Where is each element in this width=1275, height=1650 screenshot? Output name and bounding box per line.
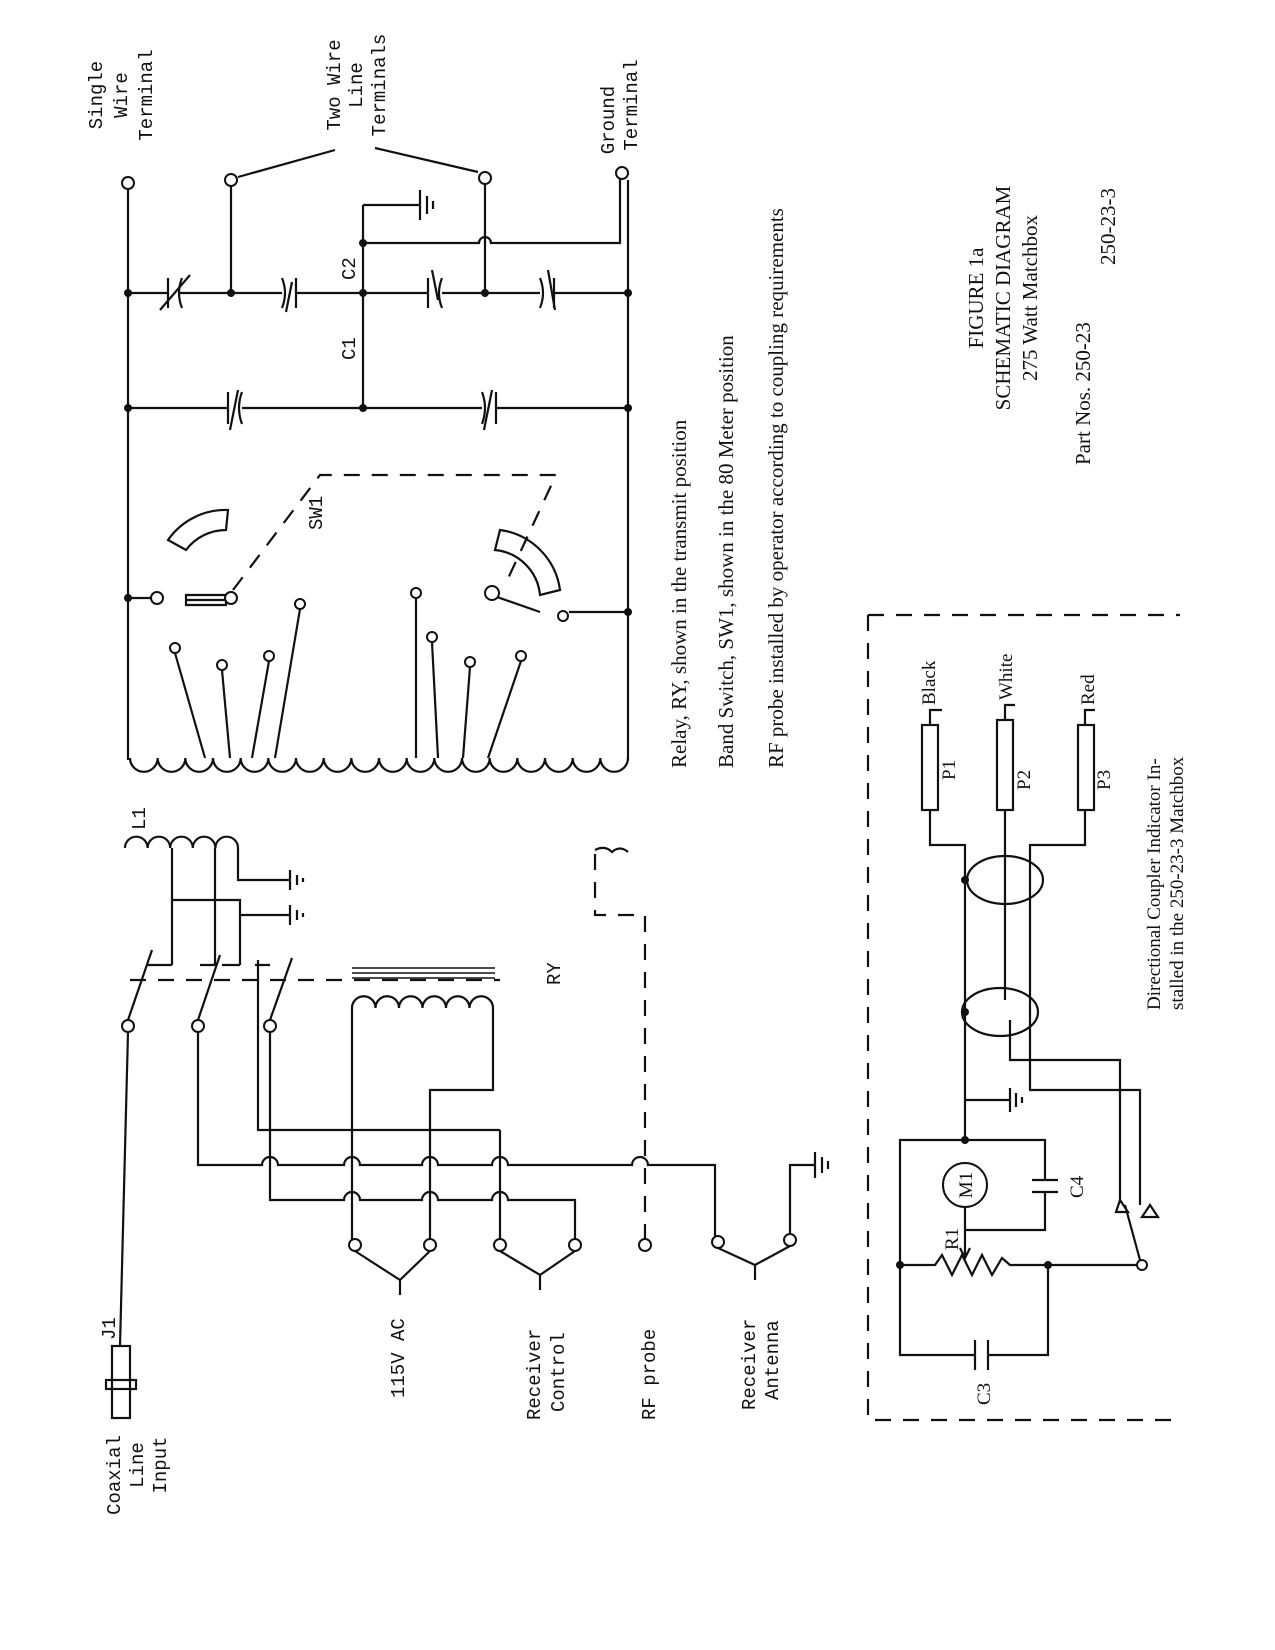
- two-wire-label: Terminals: [369, 34, 391, 137]
- figure-number: FIGURE 1a: [964, 247, 988, 349]
- receiver-control-label: Receiver: [524, 1329, 546, 1420]
- coupler-note: Directional Coupler Indicator In- stalle…: [1144, 756, 1188, 1010]
- ry-label: RY: [544, 962, 566, 985]
- directional-coupler: [866, 613, 1180, 1422]
- ac-label: 115V AC: [388, 1318, 410, 1398]
- relay-coil: [350, 995, 495, 1009]
- band-switch-note: Band Switch, SW1, shown in the 80 Meter …: [714, 335, 738, 768]
- single-wire-label: Single: [86, 61, 108, 129]
- l1-label: L1: [129, 807, 151, 830]
- m1-label: M1: [956, 1172, 977, 1198]
- two-wire-label: Line: [346, 62, 368, 108]
- relay-note: Relay, RY, shown in the transmit positio…: [667, 419, 691, 768]
- white-wire-label: White: [996, 654, 1017, 700]
- r1-label: R1: [942, 1228, 963, 1250]
- j1-label: J1: [99, 1317, 121, 1340]
- sw1-label: SW1: [306, 496, 328, 530]
- figure-subtitle: 275 Watt Matchbox: [1018, 215, 1042, 381]
- p2-label: P2: [1014, 770, 1035, 790]
- single-wire-label: Wire: [111, 72, 133, 118]
- coil-l1: [123, 835, 240, 849]
- coaxial-label: Coaxial: [104, 1435, 126, 1515]
- relay-section: [104, 835, 830, 1420]
- black-wire-label: Black: [919, 660, 940, 705]
- two-wire-label: Two Wire: [324, 39, 346, 130]
- coupler-note-line: stalled in the 250-23-3 Matchbox: [1167, 756, 1188, 1010]
- terminal-labels: Single Wire Terminal Two Wire Line Termi…: [86, 34, 784, 1515]
- c1-label: C1: [339, 337, 361, 360]
- p3-label: P3: [1094, 770, 1115, 790]
- receiver-control-label: Control: [548, 1332, 570, 1412]
- coaxial-label: Input: [150, 1436, 172, 1493]
- receiver-antenna-label: Receiver: [739, 1319, 761, 1410]
- coil-l1-taps: [128, 757, 630, 773]
- notes: Relay, RY, shown in the transmit positio…: [667, 208, 788, 768]
- part-numbers: Part Nos. 250-23: [1071, 322, 1095, 465]
- c3-label: C3: [974, 1383, 995, 1405]
- p1-label: P1: [939, 760, 960, 780]
- ground-terminal-label: Ground: [598, 86, 620, 154]
- coupler-note-line: Directional Coupler Indicator In-: [1144, 758, 1165, 1010]
- component-labels: C1 C2 SW1 L1 J1 RY M1 C4 R1 C3 P1 P2 P3 …: [99, 257, 1115, 1405]
- figure-title: FIGURE 1a SCHEMATIC DIAGRAM 275 Watt Mat…: [964, 185, 1120, 465]
- ground-terminal-label: Terminal: [621, 59, 643, 150]
- rf-probe-label: RF probe: [639, 1329, 661, 1420]
- single-wire-label: Terminal: [136, 49, 158, 140]
- rf-probe-note: RF probe installed by operator according…: [764, 208, 788, 768]
- c2-label: C2: [339, 257, 361, 280]
- figure-title-text: SCHEMATIC DIAGRAM: [991, 185, 1015, 410]
- part-number-2: 250-23-3: [1096, 188, 1120, 265]
- tuner-network: [121, 146, 632, 773]
- red-wire-label: Red: [1078, 674, 1099, 705]
- coaxial-label: Line: [127, 1442, 149, 1488]
- c4-label: C4: [1067, 1175, 1088, 1198]
- receiver-antenna-label: Antenna: [762, 1320, 784, 1400]
